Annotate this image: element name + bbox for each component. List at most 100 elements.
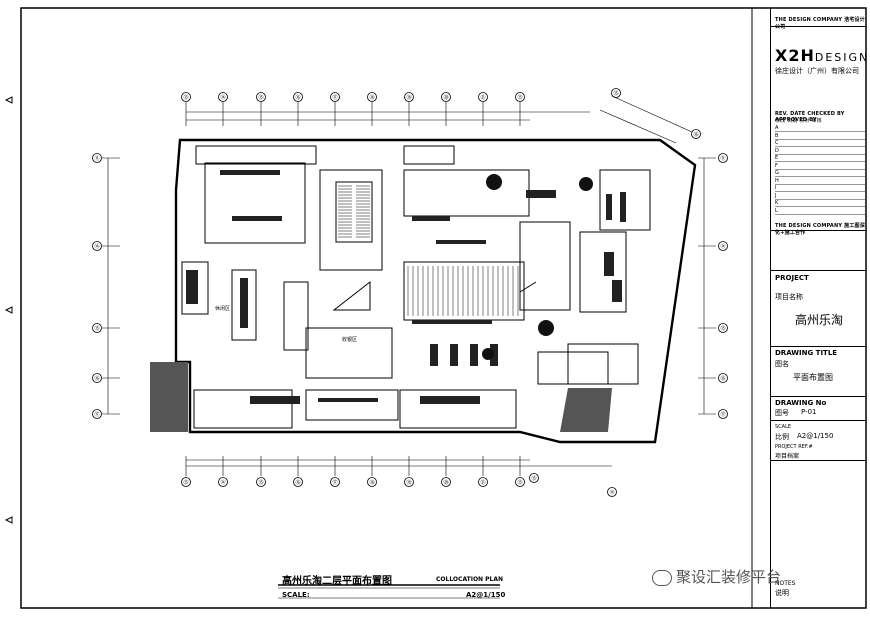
top-dimension-line	[186, 111, 590, 121]
watermark: 聚设汇装修平台	[652, 566, 781, 587]
grid-bottom-bubble: ⑭	[218, 477, 228, 487]
left-room-label: 休闲区	[215, 305, 230, 312]
revision-row: G	[775, 170, 865, 177]
revision-row: B	[775, 133, 865, 140]
drawing-no-label-cn: 图号	[775, 409, 789, 417]
revision-row: L	[775, 208, 865, 215]
stair-hatch-left	[150, 362, 188, 432]
display-fixtures	[186, 170, 626, 404]
grid-top-bubble: ⑲	[404, 92, 414, 102]
svg-text:⑭: ⑭	[609, 489, 614, 496]
interior-layout	[181, 145, 651, 429]
grid-right-bubble: ⑭	[718, 241, 728, 251]
svg-text:⑯: ⑯	[94, 375, 99, 382]
fixture	[220, 170, 280, 175]
svg-text:⑰: ⑰	[94, 411, 99, 418]
svg-text:⑰: ⑰	[720, 411, 725, 418]
plan-title-en: COLLOCATION PLAN	[436, 576, 504, 583]
notes-label: NOTES	[775, 580, 796, 587]
grid-right-bubble: ⑯	[718, 373, 728, 383]
fixture	[606, 194, 612, 220]
project-label-cn: 项目名称	[775, 293, 803, 301]
company-header: THE DESIGN COMPANY 浩宅设计公司	[775, 17, 865, 30]
notes-label-cn: 说明	[775, 589, 789, 597]
diagonal-dimension	[599, 95, 693, 144]
drawing-no: P-01	[801, 408, 817, 416]
grid-top-bubble: ㉑	[478, 92, 488, 102]
fixture	[604, 252, 614, 276]
project-ref-label: PROJECT REF.#	[775, 444, 813, 450]
revision-row: K	[775, 200, 865, 207]
caption-scale-value: A2@1/150	[466, 591, 506, 599]
grid-top-bubble: ⑯	[293, 92, 303, 102]
fixture	[232, 216, 282, 221]
revision-row: D	[775, 148, 865, 155]
grid-bottom-bubble: ㉑	[478, 477, 488, 487]
grid-bottom-bubble: ⑲	[404, 477, 414, 487]
project-name: 高州乐淘	[794, 313, 843, 327]
fixture	[620, 192, 626, 222]
svg-text:⑱: ⑱	[369, 479, 374, 486]
drawing-no-label: DRAWING No	[775, 399, 827, 407]
fixture	[430, 344, 438, 366]
svg-text:⑬: ⑬	[531, 475, 536, 482]
grid-left-bubble: ⑰	[92, 409, 102, 419]
revision-row: F	[775, 163, 865, 170]
svg-text:⑭: ⑭	[220, 94, 225, 101]
grid-top-bubble: ⑮	[611, 88, 621, 98]
grid-bottom-bubble: ⑳	[441, 477, 451, 487]
grid-left-bubble: ⑮	[92, 323, 102, 333]
svg-text:⑮: ⑮	[94, 325, 99, 332]
svg-text:⑯: ⑯	[295, 94, 300, 101]
svg-text:⑯: ⑯	[693, 131, 698, 138]
svg-text:⑪: ⑪	[720, 155, 725, 162]
grid-bottom-bubble: ⑰	[330, 477, 340, 487]
company-logo: X2HDESIGN	[775, 46, 870, 65]
grid-right-bubble: ⑮	[718, 323, 728, 333]
wechat-icon	[652, 569, 672, 586]
svg-text:⑮: ⑮	[720, 325, 725, 332]
scale-value: A2@1/150	[797, 432, 834, 440]
title-block-footer: THE DESIGN COMPANY 施工图深化+施工合作	[775, 223, 865, 236]
svg-text:⑮: ⑮	[613, 90, 618, 97]
svg-text:⑬: ⑬	[517, 479, 522, 486]
plan-title: 高州乐淘二层平面布置图	[282, 576, 392, 587]
svg-text:⑰: ⑰	[332, 94, 337, 101]
revision-row: I	[775, 185, 865, 192]
svg-text:⑪: ⑪	[94, 155, 99, 162]
fixture	[412, 216, 450, 221]
grid-bottom-bubble: ⑭	[607, 487, 617, 497]
fixture	[490, 344, 498, 366]
svg-text:⑱: ⑱	[369, 94, 374, 101]
svg-text:⑮: ⑮	[258, 94, 263, 101]
grid-top-bubble: ⑬	[181, 92, 191, 102]
project-label: PROJECT	[775, 274, 809, 282]
grid-left-bubble: ⑪	[92, 153, 102, 163]
project-ref-label-cn: 项目档案	[775, 453, 800, 460]
grid-right-bubble: ⑰	[718, 409, 728, 419]
grid-left-bubble: ⑭	[92, 241, 102, 251]
grid-top-bubble: ⑯	[691, 129, 701, 139]
decor-plants	[482, 174, 593, 360]
grid-top-bubble: ⑱	[367, 92, 377, 102]
escalator-lines	[338, 185, 519, 316]
svg-text:⑲: ⑲	[406, 94, 411, 101]
grid-left-bubble: ⑯	[92, 373, 102, 383]
building-outer-wall	[174, 138, 697, 444]
grid-bottom-bubble: ⑱	[367, 477, 377, 487]
left-grid-axes: ⑪ ⑭ ⑮ ⑯ ⑰	[92, 153, 120, 419]
scale-label-cn: 比例	[775, 433, 789, 441]
drawing-title-label-cn: 图名	[775, 360, 789, 368]
fixture	[412, 320, 492, 324]
svg-text:㉑: ㉑	[480, 479, 485, 486]
svg-text:⑯: ⑯	[720, 375, 725, 382]
bottom-grid-axes: ⑬ ⑭ ⑮ ⑯ ⑰ ⑱ ⑲ ⑳ ㉑ ⑬ ⑬ ⑭ ⑮ ⑯	[181, 88, 701, 497]
svg-text:⑬: ⑬	[183, 94, 188, 101]
svg-text:⑮: ⑮	[258, 479, 263, 486]
grid-top-bubble: ⑬	[515, 92, 525, 102]
stair-hatch-right	[560, 388, 612, 432]
grid-top-bubble: ⑰	[330, 92, 340, 102]
